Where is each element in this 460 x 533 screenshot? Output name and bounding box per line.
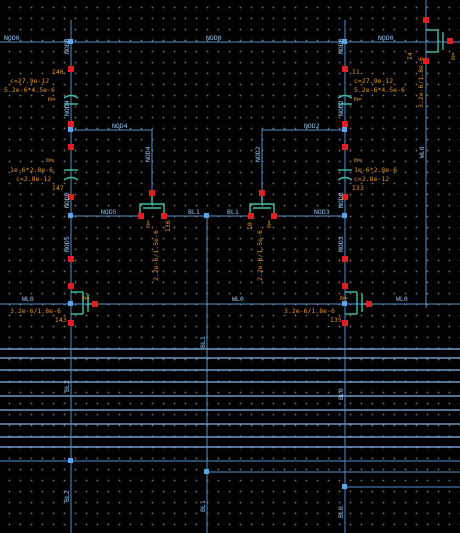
net-label: WL0 [418, 146, 426, 158]
net-label: NOD0 [63, 38, 71, 54]
device-param: c=27.9e-12 [354, 77, 393, 85]
device-param: 5.2e-6*4.5e-6 [4, 86, 55, 94]
net-label: WL0 [396, 295, 408, 303]
capacitor-top-left[interactable] [63, 94, 79, 105]
device-param: m= [144, 220, 152, 228]
capacitor-top-right[interactable] [337, 94, 353, 105]
device-instance-name: I4 [406, 52, 414, 60]
device-param: 5.2e-6*4.5e-6 [354, 86, 405, 94]
device-param: m= [46, 156, 54, 164]
device-param: c=27.9e-12 [10, 77, 49, 85]
device-instance-name: I46 [52, 68, 64, 76]
net-label: NOD0 [337, 38, 345, 54]
device-param: 3.2e-6/1.8e-6 [417, 57, 425, 108]
net-label: NOD0 [4, 34, 20, 42]
transistor-center-left[interactable] [139, 194, 165, 216]
device-param: c=2.8e-12 [16, 175, 51, 183]
device-param: 1e-6*2.8e-6 [10, 166, 53, 174]
net-label: BL0 [337, 506, 345, 518]
device-param: m= [354, 95, 362, 103]
net-label: NOD5 [63, 236, 71, 252]
device-labels: I46 c=27.9e-12 5.2e-6*4.5e-6 m= I1 c=27.… [4, 52, 457, 324]
device-instance-name: I36 [164, 220, 172, 232]
transistor-access-right[interactable] [345, 291, 366, 315]
net-label: WL0 [22, 295, 34, 303]
junctions [68, 39, 347, 489]
device-instance-name: I35 [330, 316, 342, 324]
device-instance-name: I1 [352, 68, 360, 76]
net-label: BL0 [337, 388, 345, 400]
transistor-top-right[interactable] [426, 29, 444, 53]
device-instance-name: I47 [52, 184, 64, 192]
net-label: WL0 [232, 295, 244, 303]
device-param: m= [48, 95, 56, 103]
pins [68, 17, 453, 326]
net-label: NOD3 [314, 208, 330, 216]
net-label: NOD0 [63, 192, 71, 208]
net-label: NOD0 [206, 34, 222, 42]
net-label: NOD4 [63, 100, 71, 116]
device-param: c=2.8e-12 [354, 175, 389, 183]
net-label: BL2 [63, 490, 71, 502]
device-param: m= [354, 156, 362, 164]
net-label: NOD0 [378, 34, 394, 42]
device-param: 2.2e-6/1.5e-6 [256, 230, 264, 281]
net-label: BL2 [63, 380, 71, 392]
net-label: NOD4 [144, 146, 152, 162]
net-label: BL1 [199, 500, 207, 512]
device-param: m= [340, 294, 348, 302]
device-instance-name: I33 [352, 184, 364, 192]
net-label: BL1 [227, 208, 239, 216]
device-param: m= [265, 220, 273, 228]
device-param: m= [449, 52, 457, 60]
net-label: NOD0 [337, 192, 345, 208]
transistor-access-left[interactable] [71, 291, 92, 315]
net-label: NOD2 [254, 146, 262, 162]
device-param: 3.2e-6/1.8e-6 [284, 307, 335, 315]
capacitor-mid-left[interactable] [63, 169, 79, 181]
net-labels: NOD0 NOD0 NOD0 NOD4 NOD2 NOD5 NOD3 BL1 B… [4, 34, 426, 518]
transistor-center-right[interactable] [249, 194, 275, 216]
net-label: NOD3 [337, 236, 345, 252]
device-instance-name: I0 [246, 222, 254, 230]
net-label: NOD5 [101, 208, 117, 216]
device-param: m= [82, 294, 90, 302]
net-label: NOD4 [112, 122, 128, 130]
capacitor-mid-right[interactable] [337, 169, 353, 181]
device-param: 1e-6*2.8e-6 [354, 166, 397, 174]
net-label: NOD2 [337, 100, 345, 116]
device-param: 2.2e-6/1.5e-6 [152, 230, 160, 281]
device-instance-name: I43 [55, 316, 67, 324]
net-label: BL1 [199, 336, 207, 348]
net-label: NOD2 [304, 122, 320, 130]
bus-lines [0, 348, 460, 488]
net-label: BL1 [188, 208, 200, 216]
device-param: 3.2e-6/1.8e-6 [10, 307, 61, 315]
